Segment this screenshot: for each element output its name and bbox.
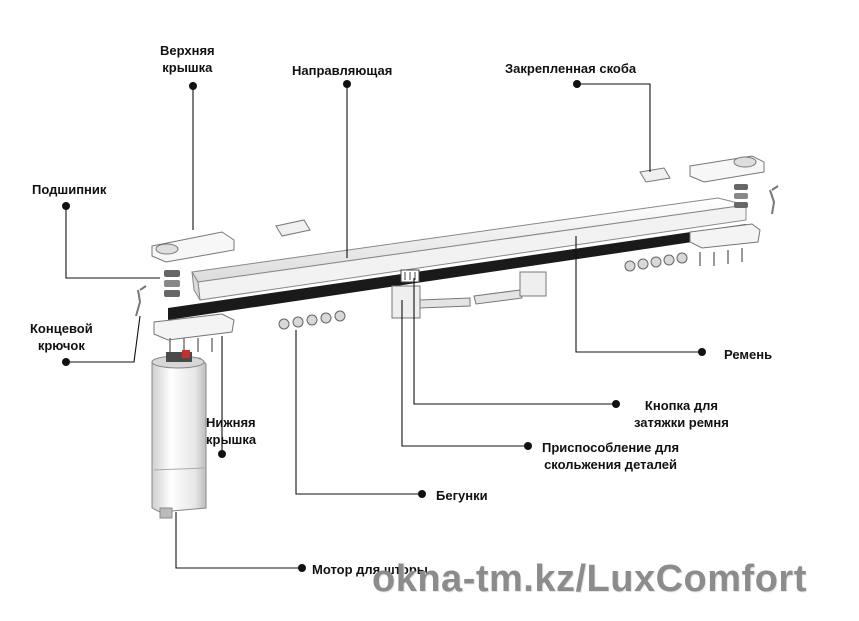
label-belt: Ремень bbox=[724, 347, 773, 362]
label-end-hook-line2: крючок bbox=[37, 338, 85, 353]
end-hook-right bbox=[769, 185, 779, 215]
label-bottom-cover-line1: Нижняя bbox=[206, 415, 256, 430]
runners-right bbox=[624, 252, 688, 272]
label-end-hook-line1: Концевой bbox=[30, 321, 93, 336]
label-bottom-cover: Нижняя крышка bbox=[206, 414, 256, 448]
curtain-motor bbox=[151, 350, 207, 519]
label-bottom-cover-line2: крышка bbox=[206, 432, 257, 447]
leader-dots bbox=[62, 80, 706, 572]
screws-right bbox=[699, 248, 743, 266]
bearing-left bbox=[164, 270, 180, 297]
label-curtain-motor: Мотор для шторы bbox=[312, 562, 428, 577]
label-sliding-device-line2: скольжения деталей bbox=[544, 457, 678, 472]
label-belt-tension-line1: Кнопка для bbox=[644, 398, 718, 413]
bottom-cover-left bbox=[153, 313, 235, 341]
fixed-bracket bbox=[639, 167, 671, 183]
top-cover-left bbox=[151, 231, 235, 263]
guide-rail bbox=[191, 197, 747, 301]
label-top-cover-line1: Верхняя bbox=[160, 43, 215, 58]
end-hook-left bbox=[135, 285, 147, 317]
sliding-device bbox=[391, 271, 547, 319]
top-cover-right bbox=[689, 155, 765, 183]
watermark: okna-tm.kz/LuxComfort bbox=[372, 558, 807, 600]
leader-lines bbox=[65, 83, 702, 569]
label-guide-rail: Направляющая bbox=[292, 63, 393, 78]
label-sliding-device: Приспособление для скольжения деталей bbox=[542, 439, 679, 473]
label-fixed-bracket: Закрепленная скоба bbox=[505, 61, 637, 76]
label-bearing: Подшипник bbox=[32, 182, 107, 197]
small-bracket-left bbox=[275, 219, 311, 237]
label-top-cover: Верхняя крышка bbox=[160, 42, 215, 76]
runners-left bbox=[278, 310, 346, 330]
belt bbox=[168, 224, 746, 320]
label-top-cover-line2: крышка bbox=[162, 60, 213, 75]
label-runners: Бегунки bbox=[436, 488, 488, 503]
label-sliding-device-line1: Приспособление для bbox=[542, 440, 680, 455]
label-belt-tension-line2: затяжки ремня bbox=[634, 415, 729, 430]
label-end-hook: Концевой крючок bbox=[30, 320, 93, 354]
screws-left bbox=[169, 338, 213, 352]
belt-tension-button bbox=[400, 269, 420, 283]
bottom-cover-right bbox=[689, 223, 761, 249]
bearing-right bbox=[734, 184, 748, 208]
label-belt-tension-button: Кнопка для затяжки ремня bbox=[634, 397, 729, 431]
